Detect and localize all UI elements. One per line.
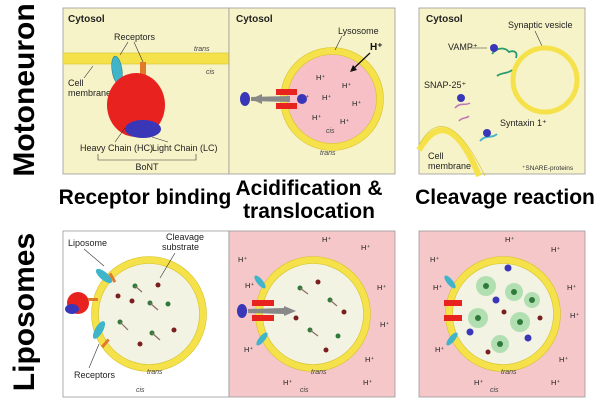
h-plus-ion: H⁺ [505,235,514,244]
receptors-label-d: Receptors [74,370,116,380]
h-plus-ion: H⁺ [340,117,349,126]
heavy-chain-label: Heavy Chain (HC) [80,143,153,153]
light-chain-shape [125,120,161,138]
title-acidification: Acidification & [235,177,382,200]
cell-membrane-label-c-2: membrane [428,161,471,171]
heavy-chain-channel-bottom [276,103,297,109]
h-plus-ion: H⁺ [365,355,374,364]
h-plus-ion: H⁺ [322,93,331,102]
h-plus-ion: H⁺ [380,320,389,329]
panel-receptor-binding-liposome: Liposome Cleavage substrate Receptors tr… [62,230,230,398]
h-plus-ion: H⁺ [316,73,325,82]
bont-label: BoNT [135,162,159,172]
lysosome-label: Lysosome [338,26,379,36]
panel-cleavage-liposome: H⁺ H⁺ H⁺ H⁺ H⁺ H⁺ H⁺ H⁺ H⁺ H⁺ trans cis [418,230,586,398]
vamp-label: VAMP⁺ [448,42,478,52]
title-receptor-binding: Receptor binding [59,186,232,209]
cell-membrane-label-2: membrane [68,88,111,98]
trans-label-f: trans [501,369,517,376]
cell-membrane-arc [416,127,482,178]
h-plus-ion: H⁺ [435,345,444,354]
receptors-label: Receptors [114,32,156,42]
cis-label-d: cis [136,387,145,394]
h-plus-ion: H⁺ [433,283,442,292]
title-cleavage-reaction: Cleavage reaction [415,186,595,209]
panel-cleavage-motoneuron: Cytosol Synaptic vesicle VAMP⁺ SNAP-25⁺ … [416,7,586,178]
cleavage-substrate-label-2: substrate [162,242,199,252]
synaptic-vesicle-label: Synaptic vesicle [508,20,573,30]
syntaxin-label: Syntaxin 1⁺ [500,118,547,128]
trans-label: trans [194,46,210,53]
panel-acidification-liposome: H⁺ H⁺ H⁺ H⁺ H⁺ H⁺ H⁺ H⁺ H⁺ H⁺ trans cis [228,230,396,398]
h-plus-ion: H⁺ [312,113,321,122]
cis-label-b: cis [326,128,335,135]
h-plus-ion: H⁺ [238,255,247,264]
panel-receptor-binding-motoneuron: Cytosol trans cis Receptors Cell membran… [62,7,230,175]
h-plus-ion: H⁺ [430,255,439,264]
row-label-motoneuron: Motoneuron [8,3,41,176]
light-chain-shape [65,304,79,314]
cytosol-label-b: Cytosol [236,14,273,25]
h-plus-ion: H⁺ [551,378,560,387]
h-plus-incoming-label: H⁺ [370,42,383,53]
h-plus-ion: H⁺ [570,311,579,320]
heavy-chain-channel-top [276,89,297,95]
liposome-e [255,256,371,372]
cis-label-f: cis [490,387,499,394]
h-plus-ion: H⁺ [245,281,254,290]
light-chain-label: Light Chain (LC) [152,143,218,153]
liposome [91,256,207,372]
snap25-label: SNAP-25⁺ [424,80,467,90]
snare-footnote: ⁺SNARE-proteins [522,165,574,172]
cleavage-substrate-label: Cleavage [166,232,204,242]
title-translocation: translocation [243,200,375,223]
h-plus-ion: H⁺ [361,243,370,252]
h-plus-ion: H⁺ [559,355,568,364]
h-plus-ion: H⁺ [363,378,372,387]
panel-acidification-motoneuron: Cytosol Lysosome H⁺ H⁺ H⁺ H⁺ H⁺ H⁺ H⁺ H⁺… [228,7,396,175]
h-plus-ion: H⁺ [352,99,361,108]
cell-membrane-label: Cell [68,78,84,88]
liposome-label: Liposome [68,238,107,248]
cis-label: cis [206,69,215,76]
row-label-liposomes: Liposomes [8,233,41,391]
trans-label-b: trans [320,150,336,157]
synaptic-vesicle [510,45,580,115]
cis-label-e: cis [300,387,309,394]
cytosol-label-c: Cytosol [426,14,463,25]
cell-membrane-label-c: Cell [428,151,444,161]
light-chain-shape [240,92,250,106]
h-plus-ion: H⁺ [342,81,351,90]
h-plus-ion: H⁺ [551,245,560,254]
h-plus-ion: H⁺ [244,345,253,354]
trans-label-e: trans [311,369,327,376]
trans-label-d: trans [147,369,163,376]
h-plus-ion: H⁺ [322,235,331,244]
receptor-orange [140,62,146,82]
h-plus-ion: H⁺ [377,283,386,292]
h-plus-ion: H⁺ [474,378,483,387]
h-plus-ion: H⁺ [283,378,292,387]
h-plus-ion: H⁺ [567,283,576,292]
cytosol-label: Cytosol [68,14,105,25]
